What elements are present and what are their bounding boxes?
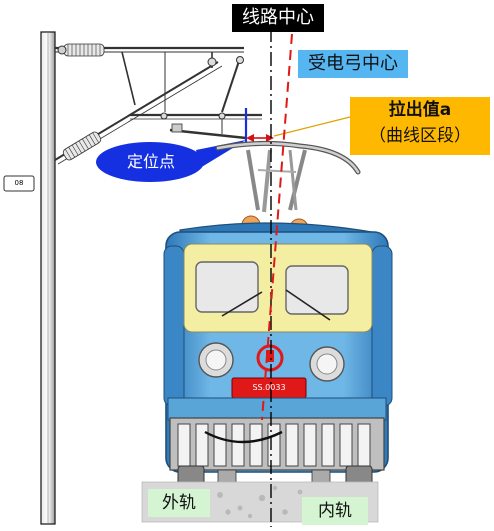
locomotive	[163, 222, 393, 487]
pole-number-tag: 08	[14, 179, 24, 187]
locomotive-number-plate: SS.0033	[252, 383, 286, 392]
inner-rail-label: 内轨	[302, 497, 368, 525]
stagger-leader	[273, 116, 351, 137]
anchor-point-label: 定位点	[126, 152, 175, 171]
stagger-subtitle: （曲线区段）	[369, 126, 471, 146]
stagger-value-label: 拉出值a （曲线区段）	[350, 97, 490, 155]
catenary-mast	[3, 31, 56, 525]
stagger-arrow	[246, 134, 274, 142]
stagger-title: 拉出值a	[388, 100, 452, 120]
track-center-label: 线路中心	[232, 4, 324, 32]
pantograph-center-line	[261, 33, 293, 421]
cantilever-assembly	[54, 43, 262, 165]
pantograph-center-label: 受电弓中心	[298, 50, 408, 78]
outer-rail-label: 外轨	[148, 489, 210, 517]
